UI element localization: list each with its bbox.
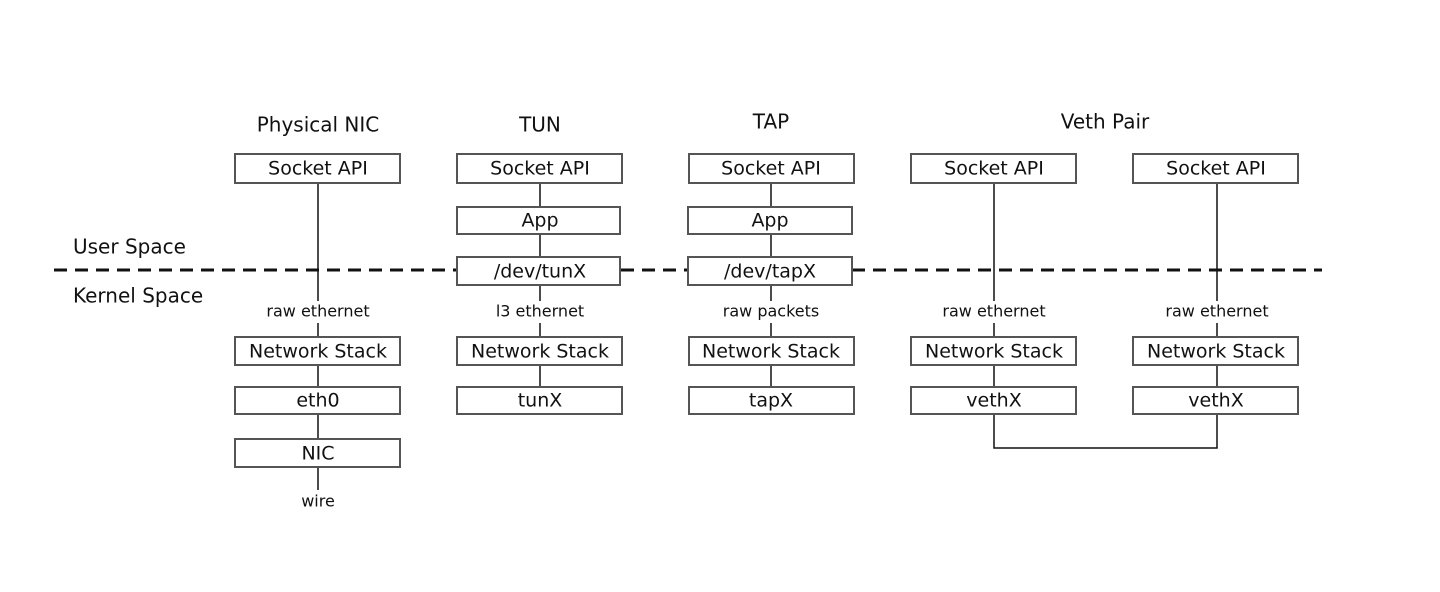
svg-text:Network Stack: Network Stack	[249, 341, 387, 363]
svg-text:vethX: vethX	[966, 390, 1021, 412]
svg-text:tunX: tunX	[518, 390, 563, 412]
user-space-label: User Space	[73, 235, 186, 259]
tap-network-stack-box: Network Stack	[688, 336, 855, 366]
svg-text:tapX: tapX	[749, 390, 793, 412]
svg-text:/dev/tapX: /dev/tapX	[724, 261, 816, 283]
veth-b-socket-api-box: Socket API	[1132, 153, 1299, 184]
tun-dev-tunx-box: /dev/tunX	[456, 256, 621, 286]
veth-a-raw-ethernet-label: raw ethernet	[942, 302, 1045, 321]
veth-a-socket-api-box: Socket API	[910, 153, 1077, 184]
svg-text:eth0: eth0	[296, 390, 339, 412]
svg-text:Socket API: Socket API	[721, 158, 821, 180]
tap-app-box: App	[687, 206, 853, 235]
veth-b-raw-ethernet-label: raw ethernet	[1165, 302, 1268, 321]
svg-text:Network Stack: Network Stack	[702, 341, 840, 363]
tun-socket-api-box: Socket API	[456, 153, 623, 184]
svg-text:NIC: NIC	[301, 443, 334, 465]
tun-l3-ethernet-label: l3 ethernet	[496, 302, 584, 321]
veth-a-network-stack-box: Network Stack	[910, 336, 1077, 366]
veth-b-network-stack-box: Network Stack	[1132, 336, 1299, 366]
svg-text:App: App	[521, 210, 558, 232]
tap-tapx-box: tapX	[688, 386, 855, 415]
svg-text:Socket API: Socket API	[268, 158, 368, 180]
svg-text:Socket API: Socket API	[490, 158, 590, 180]
physical-network-stack-box: Network Stack	[234, 336, 401, 366]
physical-socket-api-box: Socket API	[234, 153, 401, 184]
svg-text:Network Stack: Network Stack	[471, 341, 609, 363]
tap-dev-tapx-box: /dev/tapX	[687, 256, 853, 286]
svg-text:Socket API: Socket API	[944, 158, 1044, 180]
svg-text:Network Stack: Network Stack	[925, 341, 1063, 363]
tun-tunx-box: tunX	[456, 386, 623, 415]
svg-text:App: App	[751, 210, 788, 232]
physical-raw-ethernet-label: raw ethernet	[266, 302, 369, 321]
svg-text:vethX: vethX	[1188, 390, 1243, 412]
physical-nic-title: Physical NIC	[257, 113, 380, 137]
svg-text:Socket API: Socket API	[1166, 158, 1266, 180]
physical-nic-box: NIC	[234, 438, 401, 468]
tap-socket-api-box: Socket API	[688, 153, 855, 184]
tun-app-box: App	[456, 206, 621, 235]
kernel-space-label: Kernel Space	[73, 284, 203, 308]
veth-a-vethx-box: vethX	[910, 386, 1077, 415]
veth-pair-title: Veth Pair	[1061, 110, 1150, 134]
tap-raw-packets-label: raw packets	[723, 302, 819, 321]
physical-eth0-box: eth0	[234, 386, 401, 415]
tun-title: TUN	[518, 113, 561, 137]
veth-pair-link	[993, 414, 1218, 449]
svg-text:Network Stack: Network Stack	[1147, 341, 1285, 363]
tun-network-stack-box: Network Stack	[456, 336, 623, 366]
physical-wire-label: wire	[301, 492, 335, 511]
tap-title: TAP	[752, 110, 789, 134]
svg-text:/dev/tunX: /dev/tunX	[494, 261, 586, 283]
veth-b-vethx-box: vethX	[1132, 386, 1299, 415]
